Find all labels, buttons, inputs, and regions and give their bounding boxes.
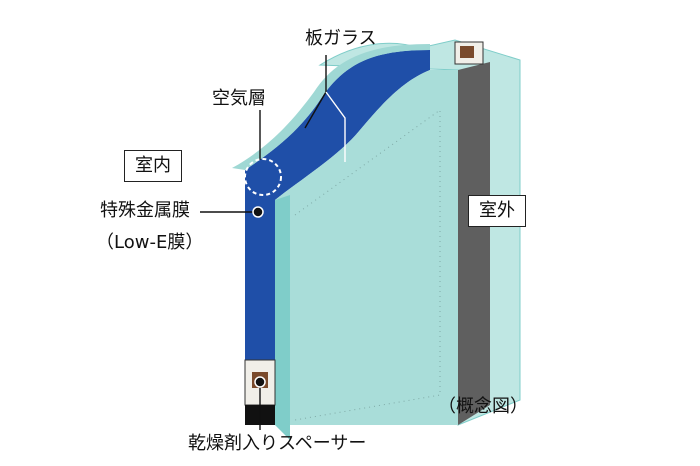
inner-glass-pane: [275, 70, 458, 425]
spacer-dot-icon: [254, 376, 266, 388]
desiccant-top: [460, 46, 474, 58]
frame-outer: [458, 62, 490, 425]
air-layer-blue: [245, 50, 430, 425]
spacer-label: 乾燥剤入りスペーサー: [188, 433, 367, 454]
glass-front-face: [275, 195, 290, 440]
plate-glass-label: 板ガラス: [305, 28, 377, 49]
outdoor-label: 室外: [468, 195, 526, 227]
low-e-label: （Low-E膜）: [96, 232, 204, 253]
concept-label: （概念図）: [438, 396, 528, 417]
plate-glass-leader-2: [325, 91, 346, 162]
metal-film-label: 特殊金属膜: [100, 200, 190, 221]
dashed-circle-icon: [244, 158, 282, 196]
dot-marker-icon: [252, 206, 264, 218]
inner-glass-top-edge: [232, 44, 430, 170]
air-layer-label: 空気層: [212, 88, 266, 109]
indoor-label: 室内: [124, 150, 182, 182]
